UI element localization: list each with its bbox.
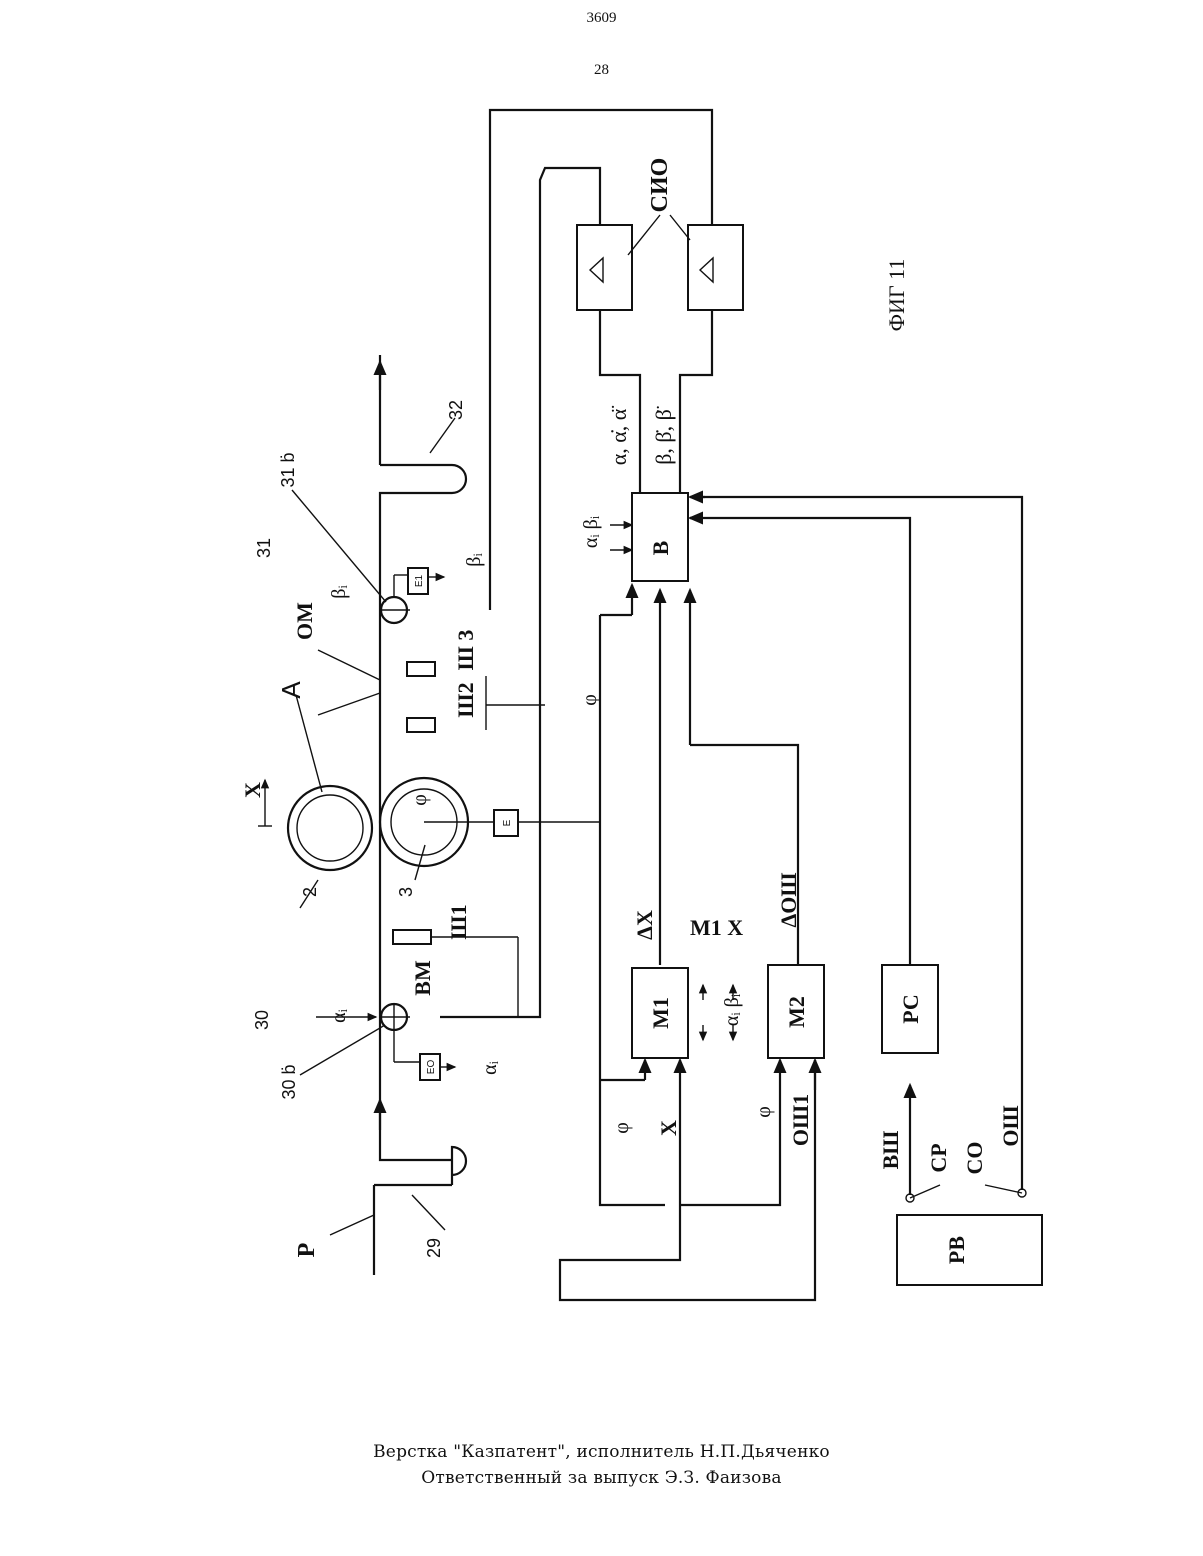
sio-amplifier-2 (688, 225, 743, 310)
signal-phi-line: φ (579, 694, 601, 706)
signal-alpha-beta-i-m: αᵢ βᵢ (721, 993, 743, 1026)
label-29: 29 (424, 1238, 444, 1258)
signal-alpha-i-top: αᵢ (328, 1008, 350, 1022)
probe-sh3 (407, 662, 435, 676)
sio-amplifier-1 (577, 225, 632, 310)
label-30b: 30 ḃ (279, 1064, 299, 1099)
signal-vsh: ВШ (878, 1131, 903, 1170)
label-rs: РС (898, 994, 923, 1024)
footer-credits: Верстка "Казпатент", исполнитель Н.П.Дья… (0, 1442, 1203, 1462)
label-x: Х (240, 782, 265, 798)
probe-sh1 (393, 930, 431, 944)
label-m1: М1 (648, 997, 673, 1029)
label-vm: ВМ (410, 960, 435, 996)
block-b (632, 493, 688, 581)
label-p: Р (294, 1243, 320, 1258)
signal-alpha-set: α, α̇, α̈ (606, 406, 631, 466)
label-b: В (648, 540, 673, 555)
signal-delta-x: ΔХ (632, 910, 657, 940)
label-rv: РВ (944, 1236, 969, 1264)
signal-osh: ОШ (998, 1105, 1023, 1146)
label-e1: Е1 (414, 574, 425, 587)
label-e: Е (502, 819, 513, 826)
label-eo: ЕО (426, 1060, 437, 1075)
label-32: 32 (446, 400, 466, 420)
signal-phi-m2: φ (753, 1106, 775, 1118)
label-sio: СИО (647, 158, 673, 213)
label-a: А (276, 681, 306, 699)
signal-delta-osh: ΔОШ (776, 872, 801, 927)
signal-x-in: Х (656, 1120, 681, 1136)
signal-phi-m1: φ (611, 1122, 633, 1134)
signal-osh1: ОШ1 (788, 1094, 813, 1146)
roller-3 (380, 778, 600, 866)
process-line (374, 355, 466, 1275)
label-sh3: Ш 3 (453, 630, 478, 671)
signal-beta-i-e1: βᵢ (463, 553, 485, 567)
probe-sh2 (407, 718, 435, 732)
signal-alpha-beta-i-b: αᵢ βᵢ (580, 515, 602, 548)
label-3: 3 (396, 887, 416, 897)
signal-so: СО (962, 1142, 987, 1175)
label-30: 30 (252, 1010, 272, 1030)
label-31: 31 (254, 538, 274, 558)
signal-sr: СР (926, 1143, 951, 1172)
signal-alpha-i-eo: αᵢ (479, 1060, 501, 1074)
label-sh2: Ш2 (453, 682, 478, 717)
label-2: 2 (300, 887, 320, 897)
footer-responsible: Ответственный за выпуск Э.З. Фаизова (0, 1468, 1203, 1488)
signal-phi-roller: φ (409, 794, 431, 806)
signal-beta-set: β, β̇, β̈ (651, 406, 676, 465)
block-rv (897, 1215, 1042, 1285)
figure-caption: ФИГ 11 (884, 259, 909, 332)
signal-beta-i-top: βᵢ (328, 585, 350, 599)
roller-2 (288, 786, 372, 870)
label-sh1: Ш1 (446, 904, 471, 939)
label-om: ОМ (292, 602, 317, 640)
label-m2: М2 (784, 996, 809, 1028)
label-m1x: М1 Х (690, 915, 743, 940)
label-31b: 31 ḃ (278, 452, 298, 487)
